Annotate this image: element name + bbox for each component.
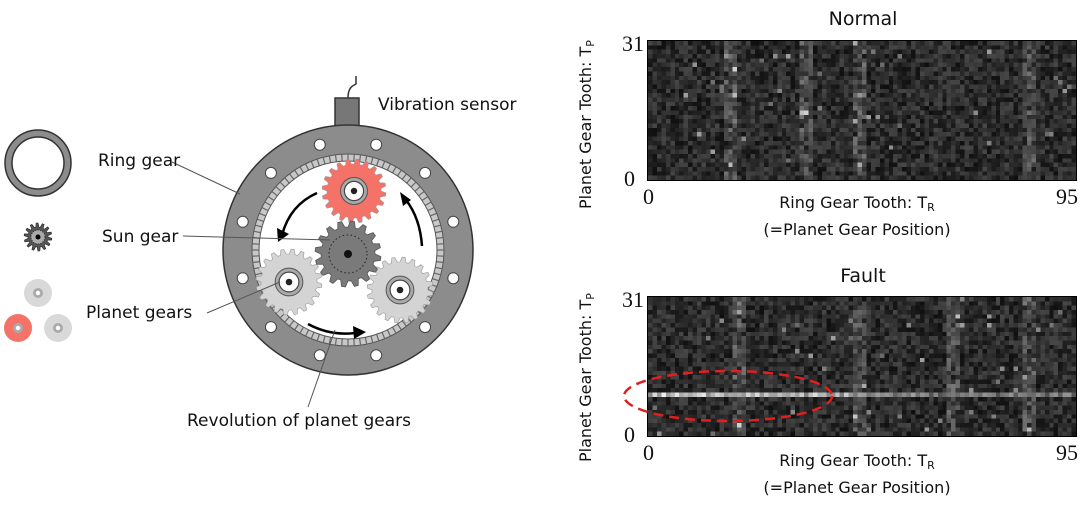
chart-normal-ytick-bottom: 0 — [624, 166, 635, 191]
chart-normal-xtick-right: 95 — [1056, 184, 1078, 209]
leader-planet-gears — [206, 281, 281, 314]
chart-fault-ylabel-main: Planet Gear Tooth: T — [576, 299, 595, 462]
planet-gear-fault — [321, 158, 387, 224]
chart-normal-ylabel-main: Planet Gear Tooth: T — [576, 46, 595, 209]
sun-gear — [314, 220, 382, 288]
leader-revolution — [307, 329, 336, 408]
planet-gear-left — [255, 248, 323, 316]
legend-sun-gear-icon — [23, 222, 53, 252]
rotation-arrow-left — [280, 191, 318, 236]
chart-fault-xlabel: Ring Gear Tooth: TR (=Planet Gear Positi… — [707, 450, 1007, 499]
chart-normal-ylabel: Planet Gear Tooth: TP — [576, 40, 597, 209]
chart-fault-ytick-top: 31 — [622, 287, 644, 312]
leader-sun-gear — [182, 235, 331, 241]
planet-gear-right — [366, 256, 434, 324]
chart-fault-heatmap — [647, 296, 1077, 437]
gearbox-assembly — [222, 124, 474, 376]
chart-fault-xlabel-main: Ring Gear Tooth: T — [779, 451, 928, 470]
leader-ring-gear — [171, 161, 241, 195]
rotation-arrow-right — [405, 199, 424, 247]
chart-fault-ylabel-sub: P — [584, 293, 597, 300]
label-vibration-sensor: Vibration sensor — [378, 95, 517, 115]
label-sun-gear: Sun gear — [102, 227, 179, 247]
vibration-sensor-icon — [334, 76, 360, 131]
chart-fault-xtick-right: 95 — [1056, 440, 1078, 465]
chart-fault-title: Fault — [840, 265, 886, 287]
label-planet-gears: Planet gears — [86, 303, 193, 323]
chart-normal-title: Normal — [828, 8, 898, 30]
legend-planet-gears-icon — [4, 279, 72, 342]
chart-fault-xlabel-line2: (=Planet Gear Position) — [763, 478, 951, 497]
legend-ring-gear-icon — [4, 129, 72, 197]
chart-fault-cells — [648, 297, 1076, 436]
chart-normal-cells — [648, 41, 1076, 180]
chart-normal-xlabel-line2: (=Planet Gear Position) — [763, 220, 951, 239]
chart-normal-xtick-left: 0 — [643, 184, 654, 209]
chart-normal-ytick-top: 31 — [622, 31, 644, 56]
chart-normal-xlabel-main: Ring Gear Tooth: T — [779, 193, 928, 212]
chart-normal-xlabel-sub: R — [927, 201, 935, 214]
chart-fault-xtick-left: 0 — [643, 440, 654, 465]
chart-normal-ylabel-sub: P — [584, 40, 597, 47]
label-ring-gear: Ring gear — [98, 151, 181, 171]
planet-gears — [255, 158, 434, 324]
chart-normal-heatmap — [647, 40, 1077, 181]
ring-bolt-holes — [236, 138, 460, 362]
chart-fault-ytick-bottom: 0 — [624, 422, 635, 447]
rotation-arrow-bottom — [307, 322, 356, 335]
chart-normal-xlabel: Ring Gear Tooth: TR (=Planet Gear Positi… — [707, 192, 1007, 241]
chart-fault-xlabel-sub: R — [927, 459, 935, 472]
label-revolution: Revolution of planet gears — [187, 411, 411, 431]
chart-fault-ylabel: Planet Gear Tooth: TP — [576, 293, 597, 462]
planetary-gearbox-diagram — [4, 76, 474, 408]
